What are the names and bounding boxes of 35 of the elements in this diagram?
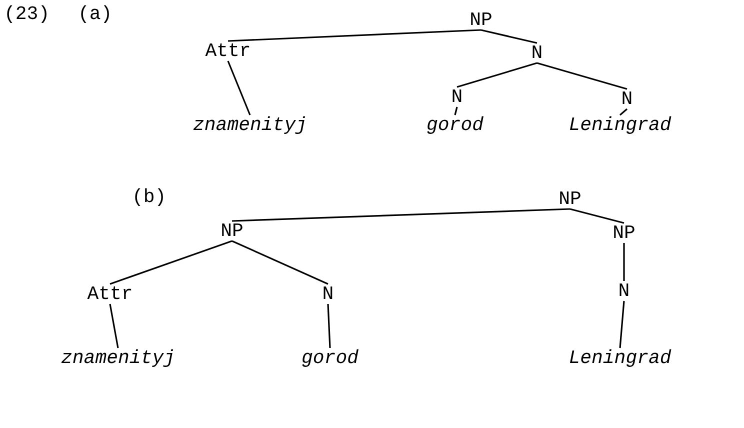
example-number: (23) bbox=[4, 3, 50, 25]
category-label: N bbox=[619, 88, 635, 110]
word-label: Leningrad bbox=[566, 347, 674, 369]
tree-branch bbox=[232, 208, 570, 222]
tree-branch bbox=[327, 304, 331, 348]
tree-branch bbox=[619, 300, 625, 348]
example-number: (a) bbox=[78, 3, 112, 25]
example-number: (b) bbox=[132, 186, 166, 208]
word-label: znamenityj bbox=[58, 347, 178, 369]
category-label: N bbox=[320, 283, 336, 305]
category-label: N bbox=[449, 86, 465, 108]
category-label: N bbox=[616, 280, 632, 302]
tree-branch bbox=[109, 304, 119, 348]
category-label: Attr bbox=[85, 283, 135, 305]
tree-branch bbox=[623, 243, 625, 281]
category-label: Attr bbox=[203, 40, 253, 62]
tree-branch bbox=[480, 29, 538, 44]
word-label: znamenityj bbox=[190, 114, 310, 136]
category-label: NP bbox=[556, 188, 584, 210]
category-label: N bbox=[529, 42, 545, 64]
category-label: NP bbox=[468, 9, 494, 31]
tree-branch bbox=[570, 208, 624, 224]
tree-branch bbox=[454, 106, 458, 116]
word-label: gorod bbox=[300, 347, 360, 369]
tree-branch bbox=[227, 60, 251, 116]
category-label: NP bbox=[610, 222, 638, 244]
tree-branch bbox=[456, 62, 538, 88]
word-label: gorod bbox=[424, 114, 486, 136]
tree-branch bbox=[536, 62, 628, 90]
tree-branch bbox=[619, 108, 628, 116]
tree-branch bbox=[232, 240, 328, 285]
tree-branch bbox=[110, 240, 232, 285]
category-label: NP bbox=[218, 220, 246, 242]
word-label: Leningrad bbox=[566, 114, 674, 136]
tree-branch bbox=[228, 29, 482, 42]
